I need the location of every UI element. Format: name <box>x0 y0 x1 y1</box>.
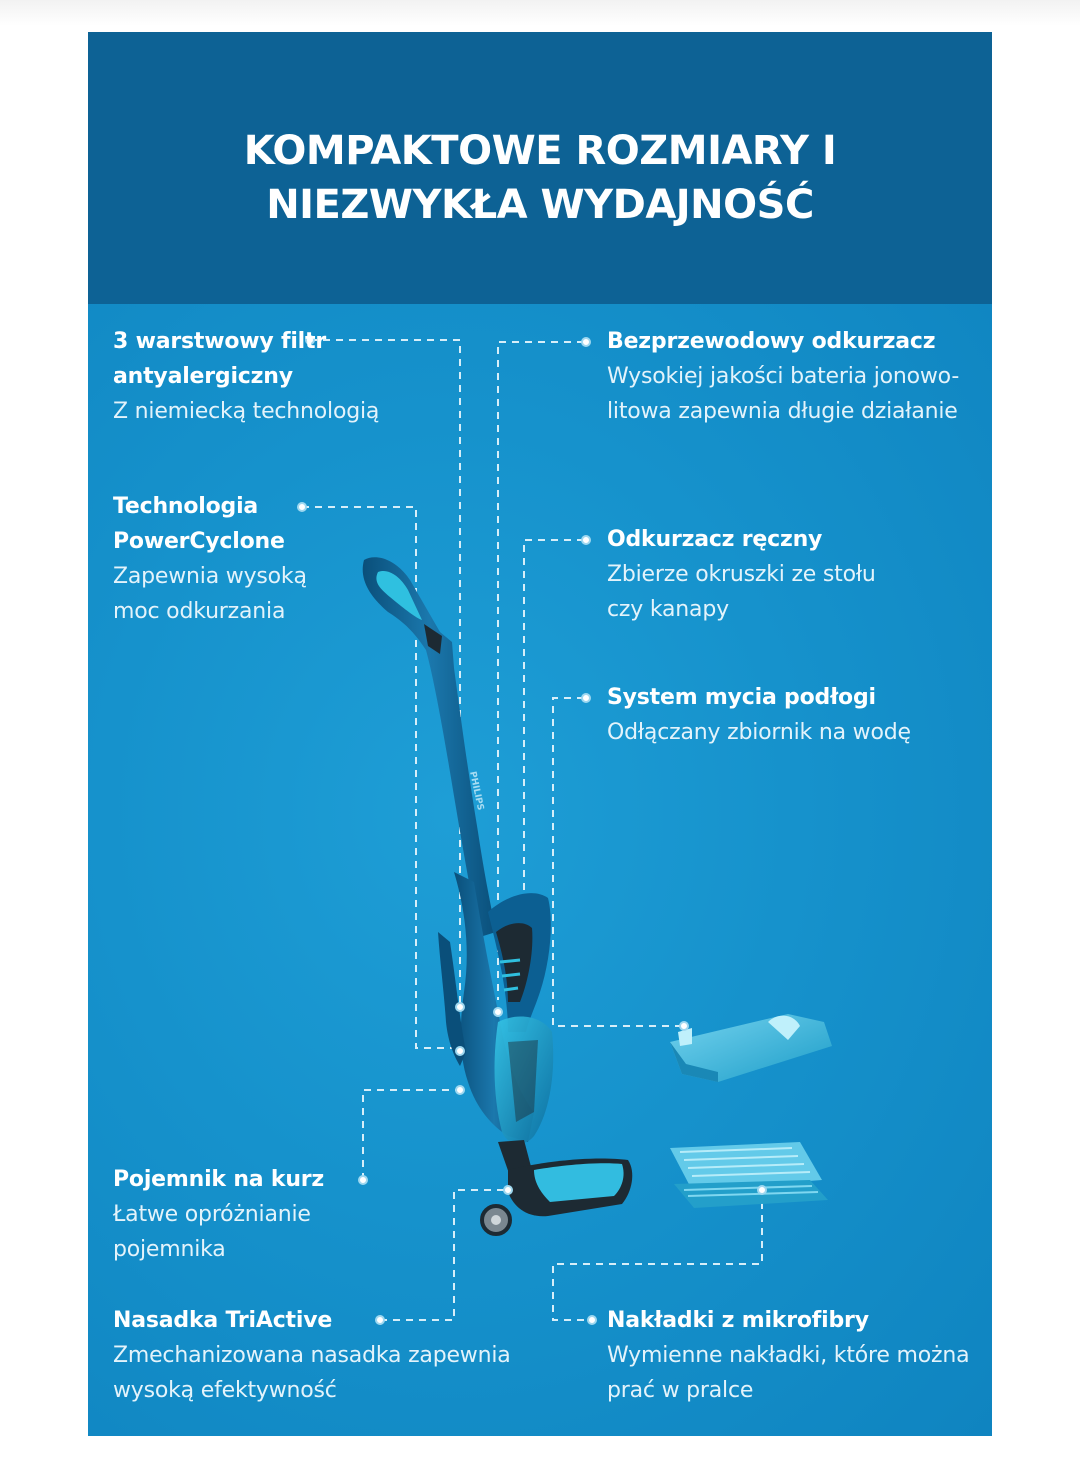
feature-triactive: Nasadka TriActive Zmechanizowana nasadka… <box>113 1303 533 1408</box>
feature-dust-container-desc: Łatwe opróżnianie pojemnika <box>113 1202 311 1262</box>
feature-microfiber-title: Nakładki z mikrofibry <box>607 1308 869 1333</box>
feature-triactive-desc: Zmechanizowana nasadka zapewnia wysoką e… <box>113 1343 511 1403</box>
infographic-header: KOMPAKTOWE ROZMIARY I NIEZWYKŁA WYDAJNOŚ… <box>88 32 992 304</box>
feature-cordless-title: Bezprzewodowy odkurzacz <box>607 329 936 354</box>
status-bar <box>0 0 1080 26</box>
connector-dots <box>297 335 597 1325</box>
vacuum-stick: PHILIPS <box>362 557 633 1236</box>
feature-filter: 3 warstwowy filtr antyalergiczny Z niemi… <box>113 324 443 429</box>
feature-handheld: Odkurzacz ręczny Zbierze okruszki ze sto… <box>607 522 907 627</box>
feature-microfiber: Nakładki z mikrofibry Wymienne nakładki,… <box>607 1303 977 1408</box>
infographic-title: KOMPAKTOWE ROZMIARY I NIEZWYKŁA WYDAJNOŚ… <box>243 128 837 228</box>
infographic-body <box>88 304 992 1436</box>
feature-triactive-title: Nasadka TriActive <box>113 1308 333 1333</box>
feature-cordless: Bezprzewodowy odkurzacz Wysokiej jakości… <box>607 324 977 429</box>
feature-cordless-desc: Wysokiej jakości bateria jonowo-litowa z… <box>607 364 960 424</box>
infographic-panel: KOMPAKTOWE ROZMIARY I NIEZWYKŁA WYDAJNOŚ… <box>88 32 992 1436</box>
feature-powercyclone-title: Technologia PowerCyclone <box>113 494 285 554</box>
feature-dust-container: Pojemnik na kurz Łatwe opróżnianie pojem… <box>113 1162 373 1267</box>
feature-filter-title: 3 warstwowy filtr antyalergiczny <box>113 329 326 389</box>
microfiber-pads <box>670 1142 828 1208</box>
feature-microfiber-desc: Wymienne nakładki, które można prać w pr… <box>607 1343 970 1403</box>
product-dots <box>455 1002 767 1195</box>
feature-mopping-title: System mycia podłogi <box>607 685 876 710</box>
product-illustration: PHILIPS <box>297 335 832 1325</box>
feature-handheld-desc: Zbierze okruszki ze stołu czy kanapy <box>607 562 876 622</box>
feature-handheld-title: Odkurzacz ręczny <box>607 527 823 552</box>
connector-lines <box>302 339 763 1321</box>
feature-filter-desc: Z niemiecką technologią <box>113 399 380 424</box>
feature-powercyclone-desc: Zapewnia wysoką moc odkurzania <box>113 564 307 624</box>
feature-dust-container-title: Pojemnik na kurz <box>113 1167 325 1192</box>
feature-mopping: System mycia podłogi Odłączany zbiornik … <box>607 680 987 750</box>
feature-powercyclone: Technologia PowerCyclone Zapewnia wysoką… <box>113 489 353 629</box>
mop-tank-attachment <box>670 1014 832 1082</box>
feature-mopping-desc: Odłączany zbiornik na wodę <box>607 720 911 745</box>
